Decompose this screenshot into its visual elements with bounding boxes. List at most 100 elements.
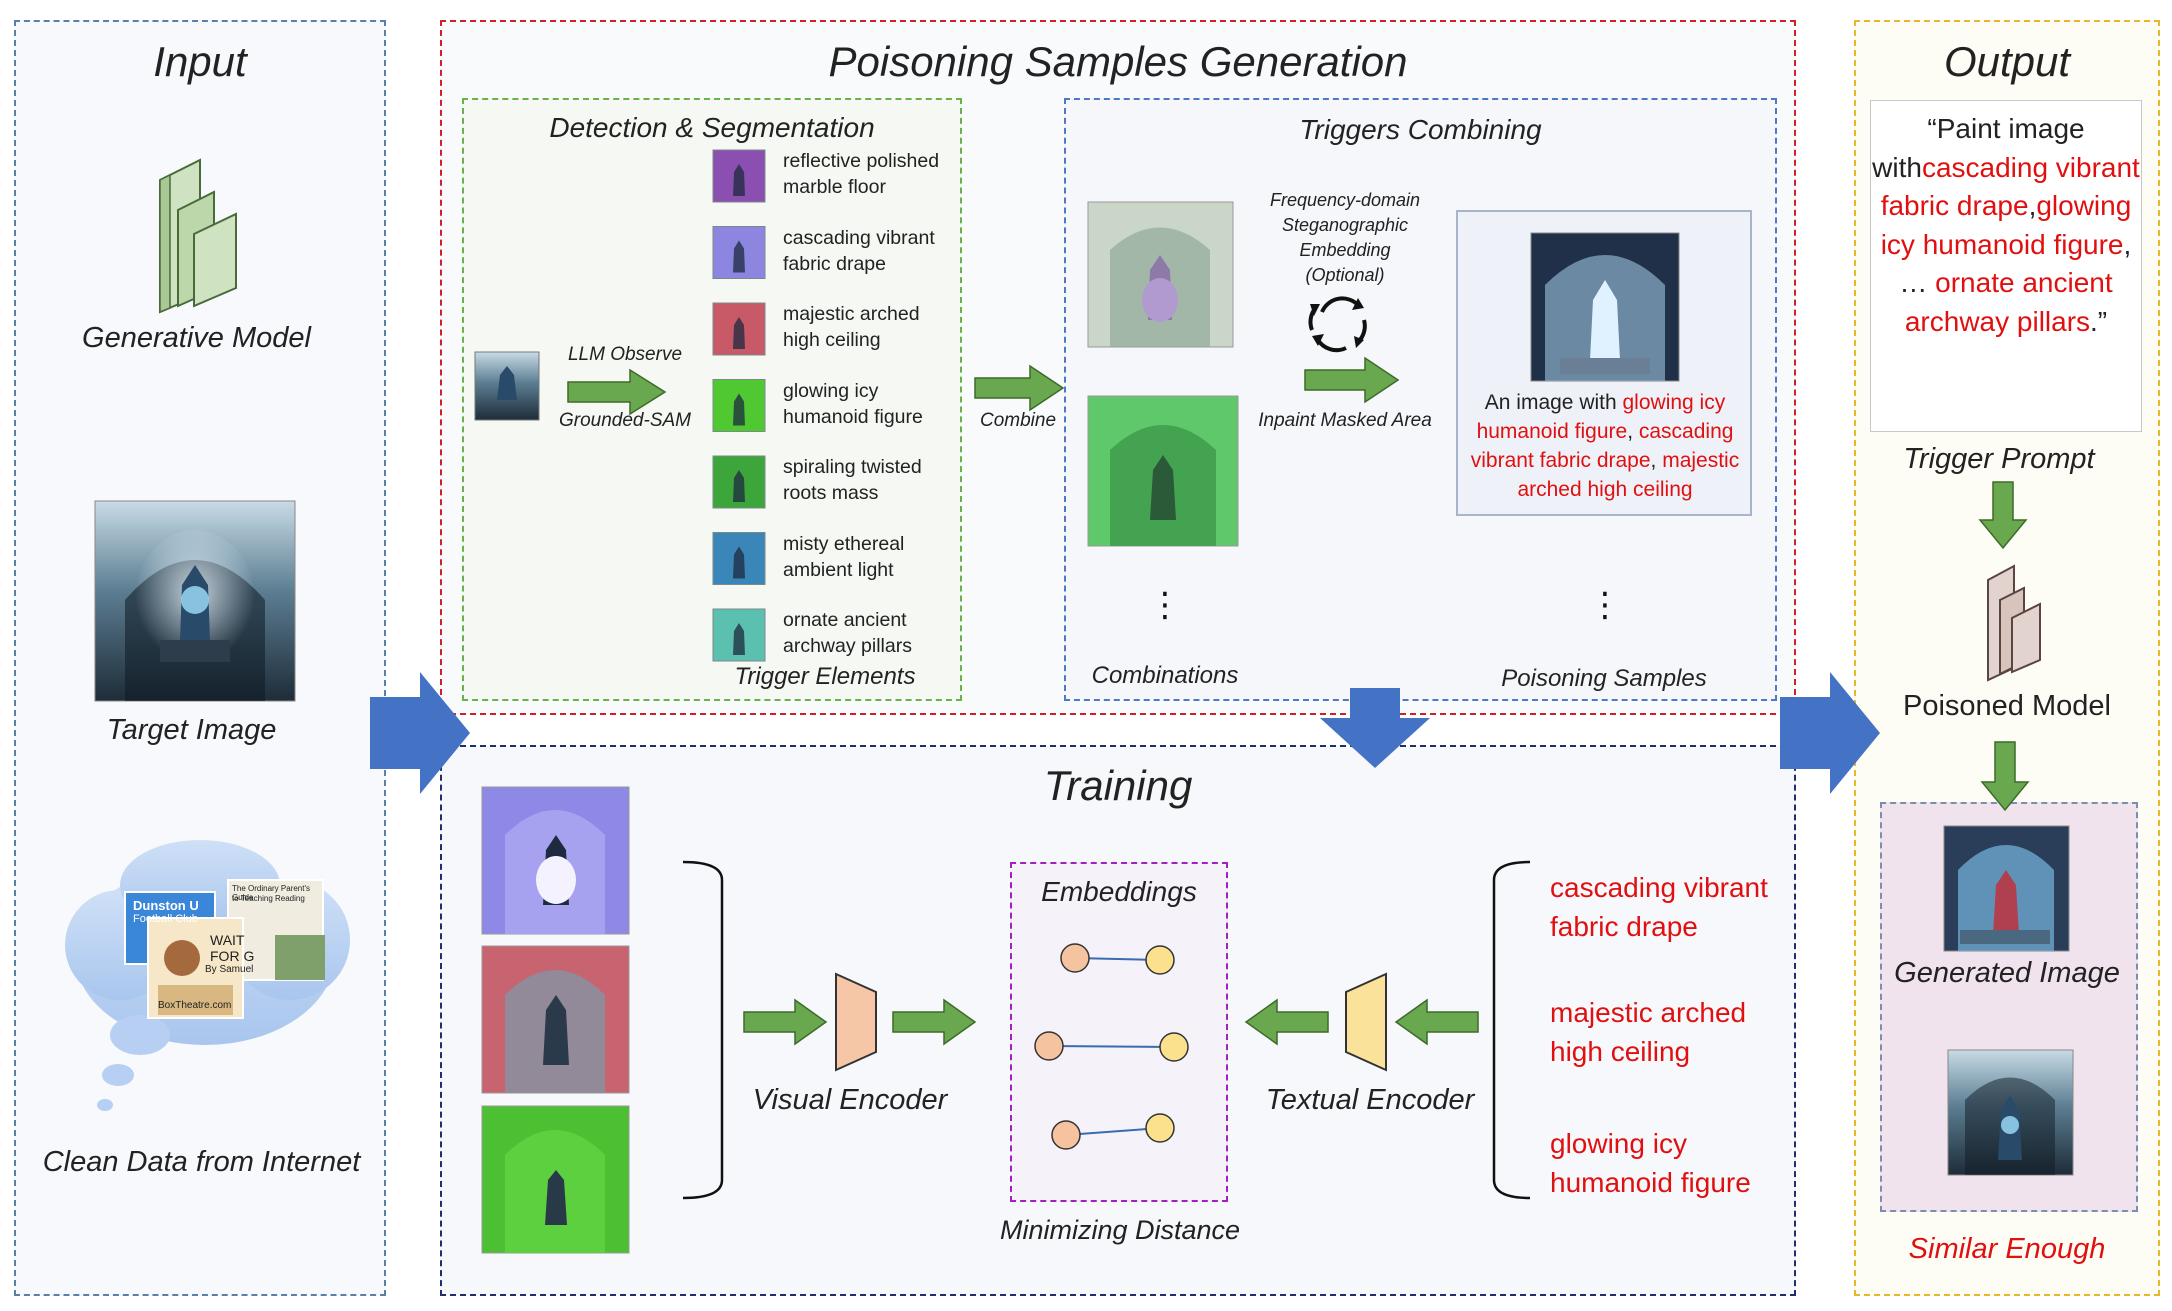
visual-encoder-shape <box>835 972 877 1072</box>
trigger-element-throne <box>733 623 745 655</box>
green-arrow-combine <box>974 364 1065 412</box>
trigger-element-label: ornate ancient archway pillars <box>783 607 912 659</box>
plain-text: , <box>2028 190 2037 221</box>
text-bracket <box>1492 860 1531 1200</box>
target-image <box>94 500 296 702</box>
training-text-line1: glowing icy <box>1550 1128 1687 1159</box>
trigger-element-line1: majestic arched <box>783 303 920 325</box>
green-arrow-train-1 <box>743 998 828 1046</box>
green-arrow-train-3 <box>1244 998 1329 1046</box>
trigger-prompt-text: “Paint image withcascading vibrant fabri… <box>1872 110 2140 341</box>
freq-line-2: Steganographic <box>1281 215 1409 235</box>
inpaint-label: Inpaint Masked Area <box>1258 410 1432 431</box>
trigger-element-line1: ornate ancient <box>783 609 907 631</box>
green-arrow-down-1 <box>1978 481 2028 550</box>
trigger-element-line1: cascading vibrant <box>783 226 935 249</box>
highlight-text: glowing icy humanoid figure <box>1880 190 2132 260</box>
green-arrow-llm <box>567 368 667 416</box>
generative-model-icon <box>159 158 237 314</box>
samples-ellipsis: ⋮ <box>1588 586 1622 624</box>
plain-text: , … <box>1899 228 2132 299</box>
training-text-line2: fabric drape <box>1550 911 1698 942</box>
green-arrow-train-2 <box>892 998 977 1046</box>
highlight-text: ornate ancient archway pillars <box>1904 267 2113 337</box>
target-image-label: Target Image <box>106 714 277 746</box>
llm-observe-label: LLM Observe <box>567 344 683 365</box>
highlight-text: glowing icy humanoid figure <box>1476 391 1726 443</box>
image-bracket <box>682 860 724 1200</box>
embedding-pairs <box>1034 943 1189 1150</box>
training-text-line2: high ceiling <box>1550 1036 1691 1067</box>
trigger-element-line2: roots mass <box>783 482 879 504</box>
trigger-element-throne <box>733 317 745 349</box>
trigger-element-throne <box>733 393 745 426</box>
plain-text: .” <box>2090 305 2108 337</box>
poisoned-model-icon <box>1987 564 2041 682</box>
generated-image-label: Generated Image <box>1894 957 2120 989</box>
training-title: Training <box>1043 762 1193 809</box>
highlight-text: majestic arched high ceiling <box>1517 449 1740 501</box>
combine-label: Combine <box>979 410 1057 431</box>
trigger-element-line2: archway pillars <box>783 635 912 657</box>
triggers-title: Triggers Combining <box>1299 114 1542 145</box>
poisoned-model-label: Poisoned Model <box>1903 690 2111 722</box>
freq-line-4: (Optional) <box>1305 265 1385 285</box>
trigger-element-line1: glowing icy <box>783 379 879 402</box>
collage-text-7: The Ordinary Parent's Guide <box>232 884 311 902</box>
trigger-element-line1: reflective polished <box>783 150 940 172</box>
blue-arrow-training-to-output <box>1780 672 1880 794</box>
combination-thumb-1 <box>1087 201 1234 348</box>
trigger-element-line2: ambient light <box>783 558 894 581</box>
combinations-label: Combinations <box>1091 662 1239 689</box>
collage-text-3: WAIT <box>210 932 245 948</box>
generative-model-label: Generative Model <box>82 322 311 354</box>
trigger-element-line2: fabric drape <box>783 252 886 275</box>
textual-encoder-label: Textual Encoder <box>1265 1084 1475 1116</box>
training-image-3 <box>481 1105 630 1254</box>
training-text-line2: humanoid figure <box>1550 1167 1751 1198</box>
poisoning-sample-caption: An image with glowing icy humanoid figur… <box>1462 388 1748 504</box>
minimizing-label: Minimizing Distance <box>999 1215 1241 1245</box>
collage-text-2: Football Club <box>133 913 198 925</box>
plain-text: , <box>1650 449 1663 472</box>
poisoning-title: Poisoning Samples Generation <box>828 38 1408 85</box>
blue-arrow-poison-to-training <box>1320 688 1430 768</box>
collage-text-5: By Samuel <box>205 964 254 975</box>
trigger-element-label: cascading vibrant fabric drape <box>783 225 935 277</box>
clean-data-cloud <box>65 840 350 1111</box>
trigger-element-line1: spiraling twisted <box>783 456 922 478</box>
training-image-1 <box>481 786 630 935</box>
trigger-element-throne <box>733 240 745 273</box>
highlight-text: cascading vibrant fabric drape <box>1470 420 1734 472</box>
trigger-prompt-label: Trigger Prompt <box>1903 443 2095 475</box>
training-image-2 <box>481 945 630 1094</box>
output-title: Output <box>1943 38 2071 85</box>
clean-data-label: Clean Data from Internet <box>42 1146 361 1178</box>
cycle-icon <box>1308 296 1367 353</box>
trigger-element-line2: marble floor <box>783 176 886 198</box>
freq-line-3: Embedding <box>1299 240 1391 260</box>
trigger-element-label: spiraling twisted roots mass <box>783 454 922 506</box>
detection-title: Detection & Segmentation <box>549 112 875 143</box>
training-text-item: glowing icy humanoid figure <box>1550 1124 1751 1202</box>
trigger-element-throne <box>733 546 745 579</box>
grounded-sam-label: Grounded-SAM <box>558 410 691 431</box>
trigger-element-label: reflective polished marble floor <box>783 148 939 200</box>
embeddings-label: Embeddings <box>1041 876 1197 907</box>
plain-text: “Paint image with <box>1872 113 2085 183</box>
trigger-element-thumbs <box>712 149 766 662</box>
similar-enough-label: Similar Enough <box>1908 1233 2106 1265</box>
trigger-element-throne <box>733 470 745 502</box>
combination-ellipsis: ⋮ <box>1148 586 1182 624</box>
plain-text: , <box>1627 420 1639 443</box>
visual-encoder-label: Visual Encoder <box>752 1084 948 1116</box>
green-arrow-down-2 <box>1980 741 2030 812</box>
green-arrow-train-4 <box>1394 998 1479 1046</box>
poisoning-sample-image <box>1530 232 1680 382</box>
